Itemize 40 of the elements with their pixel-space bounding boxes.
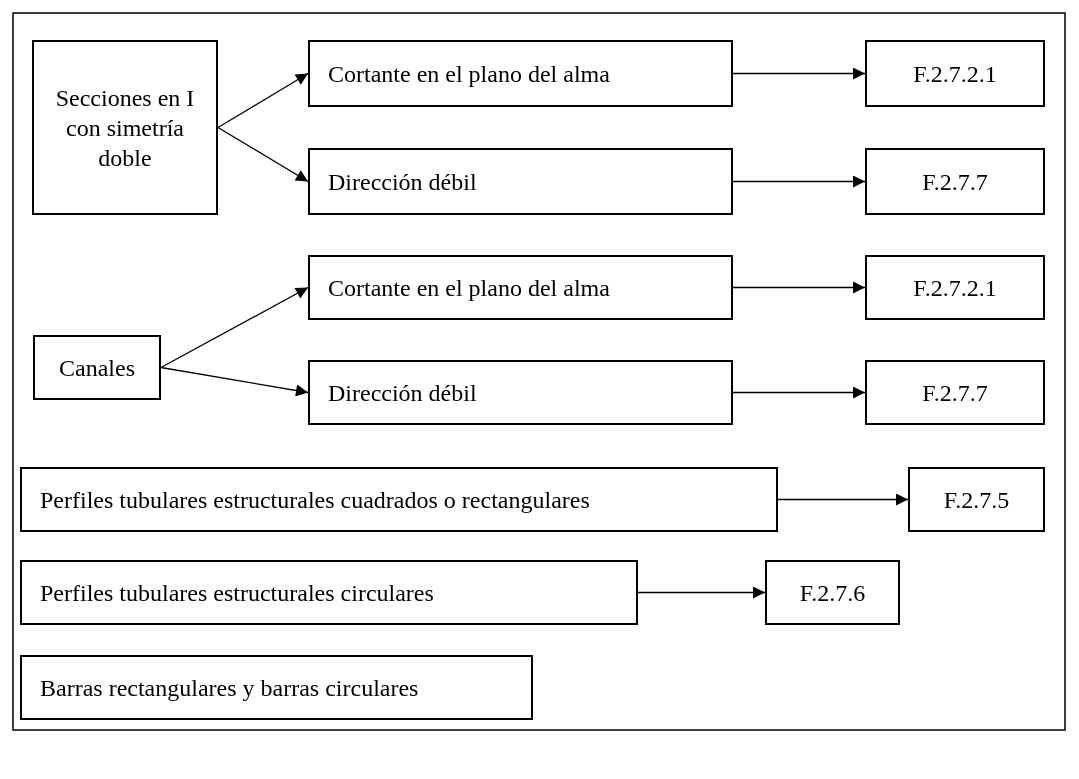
arrow	[777, 493, 909, 506]
box-label: F.2.7.6	[799, 578, 866, 608]
box-label: F.2.7.7	[922, 378, 988, 408]
process-box	[865, 360, 1045, 425]
box-label: Secciones en I con simetría doble	[54, 83, 196, 173]
box-label: F.2.7.7	[922, 167, 988, 197]
arrow	[160, 286, 309, 369]
process-box	[865, 148, 1045, 215]
box-label: F.2.7.2.1	[913, 59, 997, 89]
arrow	[732, 281, 866, 294]
process-box	[765, 560, 900, 625]
box-label: Cortante en el plano del alma	[328, 273, 610, 303]
box-label: Cortante en el plano del alma	[328, 59, 610, 89]
process-box	[865, 255, 1045, 320]
box-label: Barras rectangulares y barras circulares	[40, 673, 419, 703]
arrow	[732, 175, 866, 188]
process-box	[908, 467, 1045, 532]
box-label: F.2.7.2.1	[913, 273, 997, 303]
box-label: Perfiles tubulares estructurales circulares	[40, 578, 434, 608]
arrow	[217, 126, 309, 183]
process-box	[308, 40, 733, 107]
process-box	[20, 467, 778, 532]
process-box	[20, 560, 638, 625]
process-box	[33, 335, 161, 400]
box-label: Perfiles tubulares estructurales cuadrados o rectangulares	[40, 485, 590, 515]
box-label: Canales	[59, 353, 135, 383]
arrow	[732, 67, 866, 80]
arrow	[732, 386, 866, 399]
arrow	[637, 586, 766, 599]
arrow	[217, 72, 309, 129]
process-box	[32, 40, 218, 215]
process-box	[20, 655, 533, 720]
box-label: Dirección débil	[328, 378, 477, 408]
process-box	[308, 148, 733, 215]
arrow	[160, 366, 309, 397]
process-box	[308, 360, 733, 425]
box-label: F.2.7.5	[943, 485, 1010, 515]
box-label: Dirección débil	[328, 167, 477, 197]
process-box	[308, 255, 733, 320]
process-box	[865, 40, 1045, 107]
